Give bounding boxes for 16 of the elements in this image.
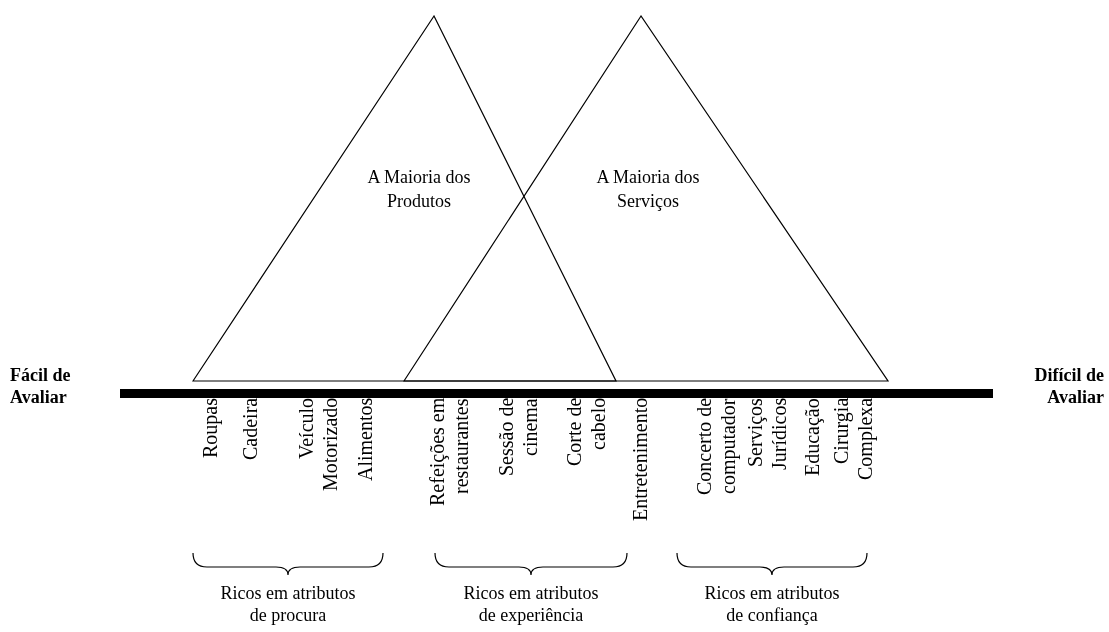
item-label: Veículo Motorizado bbox=[294, 398, 342, 494]
item-label: Alimentos bbox=[353, 398, 377, 484]
item-label: Roupas bbox=[198, 398, 222, 460]
axis-end-label: Fácil de Avaliar bbox=[10, 364, 72, 408]
item-label: Entretenimento bbox=[628, 398, 652, 524]
axis-end-label: Difícil de Avaliar bbox=[1033, 364, 1104, 408]
item-label: Educação bbox=[800, 398, 824, 478]
triangle-label: A Maioria dos Serviços bbox=[595, 166, 701, 213]
category-label: Ricos em atributos de experiência bbox=[462, 582, 600, 626]
category-label: Ricos em atributos de confiança bbox=[703, 582, 841, 626]
triangle-label: A Maioria dos Produtos bbox=[366, 166, 472, 213]
item-label: Cadeira bbox=[238, 398, 262, 463]
category-label: Ricos em atributos de procura bbox=[219, 582, 357, 626]
item-label: Refeições em restaurantes bbox=[425, 398, 473, 509]
item-label: Cirurgia Complexa bbox=[829, 398, 877, 483]
item-label: Concerto de computador bbox=[692, 398, 740, 498]
